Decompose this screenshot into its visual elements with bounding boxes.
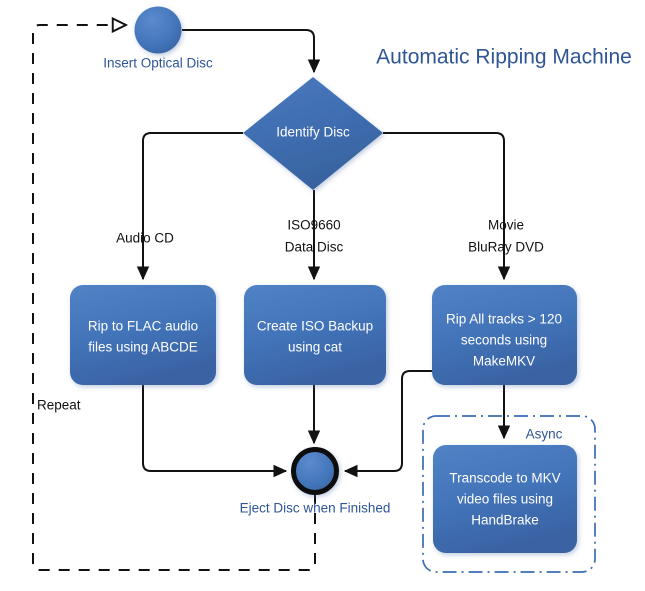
diagram-title: Automatic Ripping Machine	[376, 46, 632, 69]
edge-label-movie-line2: BluRay DVD	[468, 240, 544, 255]
rip-makemkv-line3: MakeMKV	[473, 354, 535, 369]
connector-decision-to-audio	[136, 132, 243, 281]
start-circle[interactable]	[134, 6, 182, 54]
node-start[interactable]: Insert Optical Disc	[103, 6, 213, 71]
async-group-border	[422, 415, 596, 573]
node-create-iso[interactable]: Create ISO Backup using cat	[244, 285, 386, 385]
node-transcode-handbrake[interactable]: Transcode to MKV video files using HandB…	[433, 445, 577, 553]
transcode-line2: video files using	[457, 492, 553, 507]
start-label: Insert Optical Disc	[103, 56, 213, 71]
async-group-label: Async	[526, 427, 563, 442]
create-iso-line2: using cat	[288, 340, 342, 355]
end-circle[interactable]	[291, 447, 339, 495]
rip-flac-line2: files using ABCDE	[88, 340, 198, 355]
node-identify-disc[interactable]: Identify Disc	[243, 77, 383, 190]
node-rip-flac[interactable]: Rip to FLAC audio files using ABCDE	[70, 285, 216, 385]
rip-flac-box[interactable]	[70, 285, 216, 385]
decision-label: Identify Disc	[276, 125, 350, 140]
rip-makemkv-line1: Rip All tracks > 120	[446, 312, 562, 327]
async-group: Async	[422, 415, 596, 573]
transcode-line1: Transcode to MKV	[449, 471, 560, 486]
rip-makemkv-box[interactable]	[432, 285, 577, 385]
create-iso-box[interactable]	[244, 285, 386, 385]
edge-label-audio-cd: Audio CD	[116, 231, 174, 246]
decision-diamond[interactable]	[243, 77, 383, 190]
rip-makemkv-line2: seconds using	[461, 333, 547, 348]
connector-movie-to-end	[343, 370, 432, 478]
end-label: Eject Disc when Finished	[240, 501, 391, 516]
rip-flac-line1: Rip to FLAC audio	[88, 319, 198, 334]
transcode-box[interactable]	[433, 445, 577, 553]
create-iso-line1: Create ISO Backup	[257, 319, 373, 334]
connector-audio-to-end	[142, 385, 288, 478]
connector-decision-to-movie	[383, 132, 511, 281]
edge-label-iso-line1: ISO9660	[287, 218, 340, 233]
node-end-eject[interactable]: Eject Disc when Finished	[240, 447, 391, 516]
connector-start-to-decision	[182, 29, 321, 74]
edge-label-iso-line2: Data Disc	[285, 240, 344, 255]
edge-label-repeat: Repeat	[37, 398, 81, 413]
transcode-line3: HandBrake	[471, 513, 539, 528]
edge-label-movie-line1: Movie	[488, 218, 524, 233]
node-rip-makemkv[interactable]: Rip All tracks > 120 seconds using MakeM…	[432, 285, 577, 385]
